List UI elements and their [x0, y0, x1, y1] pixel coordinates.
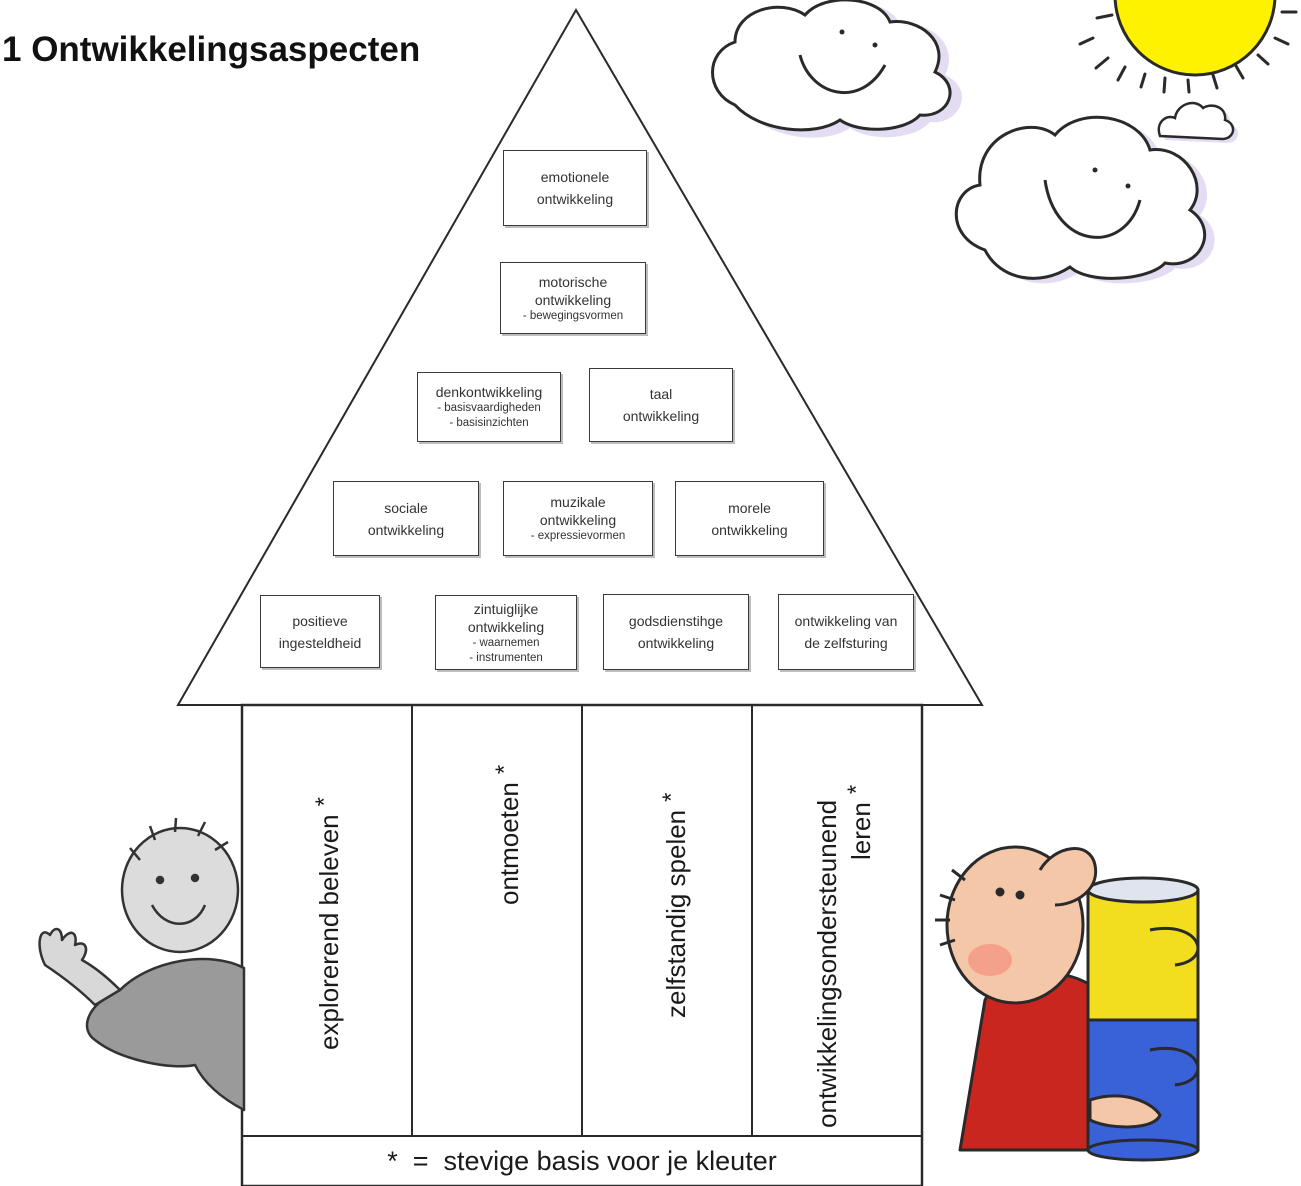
box-ontwikkeling-zelfsturing: ontwikkeling van de zelfsturing: [778, 594, 914, 670]
box-line: ontwikkeling van: [794, 613, 898, 629]
pillar-ontmoeten: ontmoeten *: [490, 765, 524, 905]
sun-icon: [1078, 0, 1298, 94]
cloud-right-icon: [954, 115, 1215, 284]
boy-with-can-illustration: [935, 845, 1200, 1162]
pillar-label: ontmoeten: [494, 782, 524, 905]
box-line: godsdienstihge: [628, 613, 724, 629]
pillar-label: zelfstandig spelen: [661, 809, 691, 1018]
pillar-star: *: [843, 784, 870, 795]
box-line: denkontwikkeling: [435, 384, 543, 400]
small-cloud-icon: [1157, 101, 1239, 143]
box-line: ontwikkeling: [539, 512, 617, 528]
footer-caption: * = stevige basis voor je kleuter: [387, 1145, 777, 1176]
pillar-zelfstandig-spelen: zelfstandig spelen *: [657, 793, 691, 1018]
box-denkontwikkeling: denkontwikkeling - basisvaardigheden - b…: [417, 372, 561, 442]
box-sub-line: - expressievormen: [530, 530, 626, 542]
box-line: ontwikkeling: [367, 521, 445, 538]
box-sub-line: - waarnemen: [472, 636, 540, 649]
waving-boy-illustration: [38, 817, 246, 1112]
box-line: ingesteldheid: [278, 634, 362, 651]
box-zintuiglijke-ontwikkeling: zintuiglijke ontwikkeling - waarnemen - …: [435, 595, 577, 670]
box-line: positieve: [292, 612, 348, 629]
box-line: ontwikkeling: [534, 291, 612, 308]
box-line: ontwikkeling: [637, 635, 715, 651]
cloud-top-icon: [711, 0, 962, 138]
box-line: ontwikkeling: [536, 191, 614, 207]
box-sub-line: - basisvaardigheden: [437, 402, 541, 414]
box-line: motorische: [538, 273, 608, 290]
box-line: zintuiglijke: [473, 600, 539, 617]
box-line: taal: [649, 386, 673, 402]
pillar-label: ontwikkelingsondersteunend: [812, 799, 842, 1128]
box-motorische-ontwikkeling: motorische ontwikkeling - bewegingsvorme…: [500, 262, 646, 334]
box-line: ontwikkeling: [622, 408, 700, 424]
pillar-star: *: [311, 797, 338, 807]
house-body: [240, 703, 924, 1186]
box-line: muzikale: [550, 494, 606, 510]
box-emotionele-ontwikkeling: emotionele ontwikkeling: [503, 150, 647, 226]
pillar-explorerend-beleven: explorerend beleven *: [310, 797, 344, 1050]
box-taal-ontwikkeling: taal ontwikkeling: [589, 368, 733, 442]
box-sub-line: - bewegingsvormen: [522, 309, 624, 322]
box-sub-line: - instrumenten: [469, 651, 543, 664]
pillar-label: leren: [846, 802, 876, 860]
page-title: 1 Ontwikkelingsaspecten: [2, 30, 421, 69]
box-line: morele: [728, 499, 771, 516]
box-godsdienstige-ontwikkeling: godsdienstihge ontwikkeling: [603, 594, 749, 670]
pillar-ontwikkelingsondersteunend-leren: ontwikkelingsondersteunend leren *: [812, 785, 876, 1128]
box-line: sociale: [384, 499, 428, 516]
pillar-star: *: [658, 792, 685, 802]
box-muzikale-ontwikkeling: muzikale ontwikkeling - expressievormen: [503, 481, 653, 556]
box-line: emotionele: [540, 169, 610, 185]
box-line: de zelfsturing: [804, 635, 888, 651]
pillar-star: *: [491, 764, 518, 775]
box-positieve-ingesteldheid: positieve ingesteldheid: [260, 595, 380, 668]
pillar-label-second-line: leren *: [842, 785, 876, 1128]
box-sociale-ontwikkeling: sociale ontwikkeling: [333, 481, 479, 556]
box-sub-line: - basisinzichten: [449, 417, 529, 429]
box-morele-ontwikkeling: morele ontwikkeling: [675, 481, 824, 556]
box-line: ontwikkeling: [467, 618, 545, 635]
pillar-label: explorerend beleven: [314, 814, 344, 1050]
box-line: ontwikkeling: [711, 521, 788, 538]
